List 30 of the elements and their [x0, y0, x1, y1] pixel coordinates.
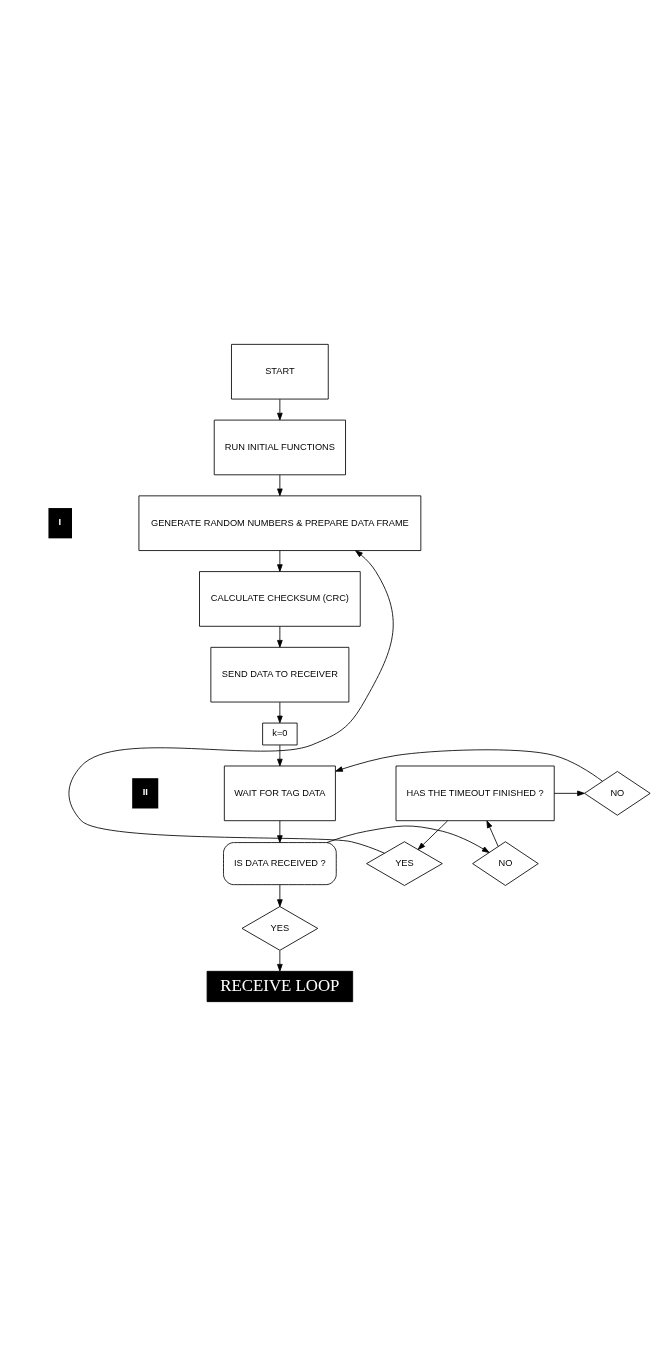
node-box: CALCULATE CHECKSUM (CRC) — [199, 570, 361, 627]
node-box: RUN INITIAL FUNCTIONS — [213, 419, 346, 475]
node-box: WAIT FOR TAG DATA — [223, 765, 336, 821]
arrow — [553, 790, 585, 796]
arrow — [68, 549, 394, 854]
arrow — [417, 820, 448, 850]
arrow — [277, 701, 283, 723]
node-box: SEND DATA TO RECEIVER — [210, 646, 350, 702]
arrow — [277, 744, 283, 766]
node-box: START — [231, 343, 329, 399]
label: II — [142, 786, 148, 797]
arrow — [326, 825, 490, 853]
node-box: IS DATA RECEIVED ? — [223, 841, 337, 885]
arrow — [277, 474, 283, 496]
node-box: RECEIVE LOOP — [206, 970, 354, 1002]
arrow — [335, 748, 603, 782]
arrow — [277, 949, 283, 972]
node-diamond: NO — [584, 770, 651, 816]
node-box: k=0 — [262, 722, 298, 745]
node-diamond: YES — [241, 905, 319, 951]
arrow — [277, 625, 283, 648]
arrow — [486, 820, 499, 847]
arrow — [277, 883, 283, 907]
node-box: GENERATE RANDOM NUMBERS & PREPARE DATA FRAME — [138, 494, 422, 551]
label: I — [58, 516, 62, 527]
arrow — [277, 549, 283, 572]
arrow — [277, 820, 283, 843]
node-box: HAS THE TIMEOUT FINISHED ? — [395, 765, 555, 821]
arrow — [277, 398, 283, 420]
node-diamond: NO — [472, 840, 539, 886]
